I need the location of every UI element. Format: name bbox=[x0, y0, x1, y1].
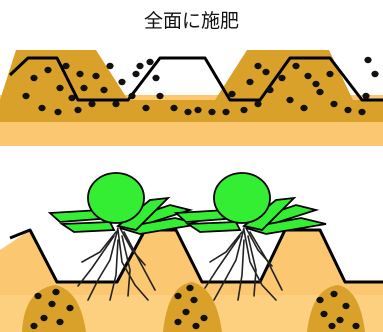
fertilizer-dot bbox=[66, 305, 73, 311]
fertilizer-dot bbox=[30, 323, 37, 329]
fertilizer-dot bbox=[316, 297, 323, 303]
leaf bbox=[62, 222, 114, 232]
fertilizer-dot bbox=[56, 319, 63, 325]
fertilizer-dot bbox=[336, 317, 343, 323]
fertilizer-dot bbox=[352, 323, 359, 329]
fertilizer-dot bbox=[34, 293, 41, 299]
leaf-head bbox=[214, 173, 270, 223]
fertilizer-dot bbox=[174, 319, 181, 325]
fertilizer-dot bbox=[330, 291, 337, 297]
fertilizer-dot bbox=[174, 293, 181, 299]
leaf bbox=[188, 222, 240, 232]
fertilizer-dot bbox=[182, 309, 189, 315]
fertilizer-dot bbox=[48, 301, 55, 307]
fertilizer-dot bbox=[52, 289, 59, 295]
fertilizer-dot bbox=[328, 323, 335, 329]
fertilizer-dot bbox=[192, 323, 199, 329]
fertilizer-dot bbox=[342, 303, 349, 309]
leaf-head bbox=[88, 173, 144, 223]
fertilizer-dot bbox=[40, 315, 47, 321]
plant-right bbox=[176, 173, 326, 234]
fertilizer-dot bbox=[190, 297, 197, 303]
plant-left bbox=[50, 173, 200, 234]
fertilizer-dot bbox=[200, 315, 207, 321]
fertilizer-dot bbox=[186, 285, 193, 291]
fertilizer-dot bbox=[320, 311, 327, 317]
